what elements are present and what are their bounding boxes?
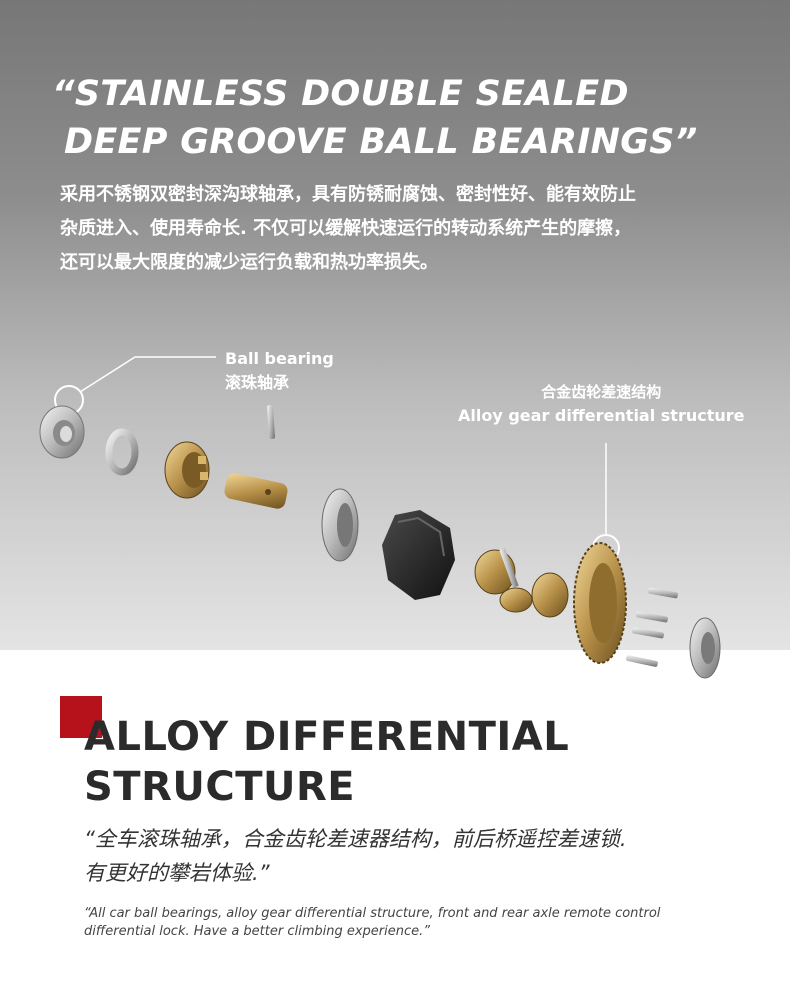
- screws-icon: [626, 587, 678, 667]
- quote-en: “All car ball bearings, alloy gear diffe…: [84, 905, 764, 941]
- accent-square: [60, 696, 102, 738]
- quote-cn: “全车滚珠轴承，合金齿轮差速器结构，前后桥遥控差速锁. 有更好的攀岩体验.”: [84, 822, 627, 890]
- brass-shaft-icon: [224, 473, 288, 509]
- ball-bearing-label-cn: 滚珠轴承: [225, 373, 290, 392]
- hero-headline: “STAINLESS DOUBLE SEALED DEEP GROOVE BAL…: [52, 70, 698, 166]
- exploded-parts-illustration: [39, 356, 721, 679]
- quote-en-line-2: differential lock. Have a better climbin…: [84, 924, 431, 939]
- pin-icon: [266, 404, 276, 440]
- brass-lock-gear-icon: [164, 441, 210, 499]
- section-title-line-1: ALLOY DIFFERENTIAL: [84, 714, 570, 760]
- gear-label-cn: 合金齿轮差速结构: [541, 383, 662, 401]
- large-ball-bearing-icon: [321, 488, 359, 562]
- description-line-2: 杂质进入、使用寿命长. 不仅可以缓解快速运行的转动系统产生的摩擦，: [60, 218, 632, 239]
- differential-housing-icon: [382, 510, 455, 600]
- ring-gear-icon: [573, 542, 627, 664]
- end-ball-bearing-icon: [689, 617, 721, 679]
- ball-bearing-callout-line: [54, 356, 216, 415]
- ball-bearing-icon: [39, 405, 85, 459]
- headline-line-2: DEEP GROOVE BALL BEARINGS”: [64, 122, 698, 162]
- gear-callout: 合金齿轮差速结构 Alloy gear differential structu…: [458, 380, 745, 428]
- hero-description-cn: 采用不锈钢双密封深沟球轴承，具有防锈耐腐蚀、密封性好、能有效防止 杂质进入、使用…: [60, 178, 750, 280]
- quote-cn-line-2: 有更好的攀岩体验.”: [84, 861, 270, 885]
- bushing-ring-icon: [105, 428, 139, 476]
- section-title: ALLOY DIFFERENTIAL STRUCTURE: [84, 712, 569, 812]
- ball-bearing-label-en: Ball bearing: [225, 349, 334, 368]
- description-line-1: 采用不锈钢双密封深沟球轴承，具有防锈耐腐蚀、密封性好、能有效防止: [60, 184, 636, 205]
- headline-line-1: “STAINLESS DOUBLE SEALED: [52, 74, 629, 114]
- quote-cn-line-1: “全车滚珠轴承，合金齿轮差速器结构，前后桥遥控差速锁.: [84, 827, 627, 851]
- quote-en-line-1: “All car ball bearings, alloy gear diffe…: [84, 906, 661, 921]
- content-section: [0, 650, 790, 988]
- section-title-line-2: STRUCTURE: [84, 764, 356, 810]
- ball-bearing-callout: Ball bearing 滚珠轴承: [225, 347, 334, 395]
- description-line-3: 还可以最大限度的减少运行负载和热功率损失。: [60, 252, 438, 273]
- gear-label-en: Alloy gear differential structure: [458, 406, 745, 425]
- spider-gears-icon: [474, 548, 569, 618]
